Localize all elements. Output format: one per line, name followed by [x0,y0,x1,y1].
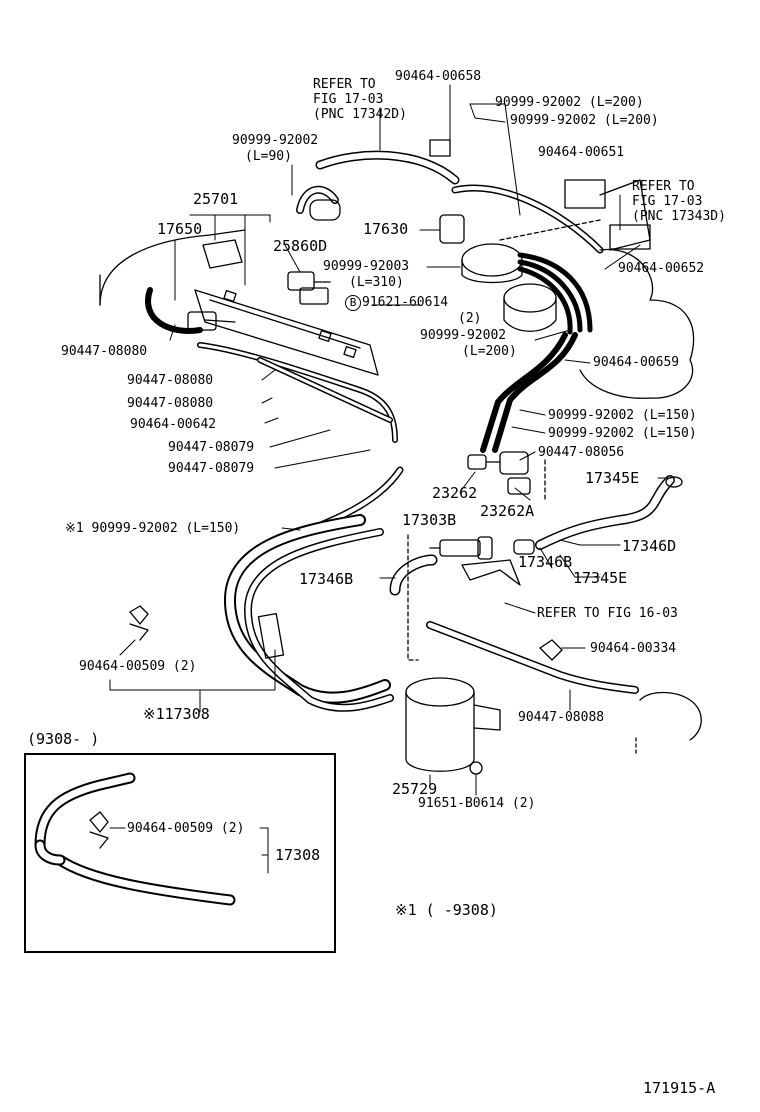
label-17630: 17630 [363,220,409,238]
label-25701: 25701 [193,190,239,208]
label-refer-17-03a-l3: (PNC 17342D) [313,107,407,122]
label-17346b-b: 17346B [299,570,354,588]
label-90999-92002-l200a: 90999-92002 (L=200) [495,95,644,110]
label-90999-92002-l200c-l2: (L=200) [462,344,517,359]
check-valve-23262 [467,451,531,495]
label-23262: 23262 [432,484,478,502]
label-star1-90999-92002-l150: ※1 90999-92002 (L=150) [65,521,241,536]
leader-lines [109,84,673,874]
label-17345e-b: 17345E [573,569,628,587]
label-90999-92002-l150b: 90999-92002 (L=150) [548,426,697,441]
clip-90464-00509 [129,605,149,641]
label-91651-b0614: 91651-B0614 (2) [418,796,536,811]
label-23262a: 23262A [480,502,535,520]
clip-90464-00658 [429,139,451,157]
clip-90464 [309,199,341,221]
label-90447-08080b: 90447-08080 [127,373,214,388]
label-90464-00651: 90464-00651 [538,145,625,160]
label-star1-17308: ※117308 [143,705,210,723]
label-17303b: 17303B [402,511,457,529]
label-90464-00652: 90464-00652 [618,261,705,276]
label-90999-92002-l200b: 90999-92002 (L=200) [510,113,659,128]
label-17345e-a: 17345E [585,469,640,487]
b-marker: B [345,295,361,311]
label-90464-00509b: 90464-00509 (2) [127,821,245,836]
fuel-filter-25729 [405,677,501,775]
label-25729: 25729 [392,780,438,798]
fuel-tank-right [635,691,702,756]
label-90447-08079b: 90447-08079 [168,461,255,476]
mounting-bracket [194,289,379,376]
label-refer-fig-16-03: REFER TO FIG 16-03 [537,606,678,621]
label-90464-00659: 90464-00659 [593,355,680,370]
label-90464-00658: 90464-00658 [395,69,482,84]
vsv-17650 [187,239,243,331]
clip-90464-00334 [539,639,563,661]
label-17308: 17308 [275,846,321,864]
engine-body-right [579,248,695,399]
label-90999-92002-l200c-l1: 90999-92002 [420,328,507,343]
label-90447-08080a: 90447-08080 [61,344,148,359]
label-90464-00334: 90464-00334 [590,641,677,656]
label-91621-60614: 91621-60614 [362,295,449,310]
label-refer-17-03a-l1: REFER TO [313,77,376,92]
label-90999-92002-l90-l2: (L=90) [245,149,292,164]
inset-hose-17308 [34,772,236,906]
label-refer-17-03b-l3: (PNC 17343D) [632,209,726,224]
label-inset-title: (9308- ) [27,730,100,748]
label-90447-08079a: 90447-08079 [168,440,255,455]
hose-90447-08080 [145,287,398,443]
bvsv-17630 [439,214,465,244]
label-90447-08088: 90447-08088 [518,710,605,725]
label-note-star1: ※1 ( -9308) [395,901,498,919]
label-qty-2: (2) [458,311,482,326]
label-25860d: 25860D [273,237,328,255]
valve-assembly [461,243,557,332]
label-17346d: 17346D [622,537,677,555]
label-90999-92003: 90999-92003 [323,259,410,274]
label-90999-92002-l90-l1: 90999-92002 [232,133,319,148]
label-90999-92002-l150a: 90999-92002 (L=150) [548,408,697,423]
pipe-17303b [429,536,535,586]
label-refer-17-03b-l2: FIG 17-03 [632,194,703,209]
clip-90464-00652 [609,224,651,250]
label-refer-17-03a-l2: FIG 17-03 [313,92,384,107]
label-90464-00642: 90464-00642 [130,417,217,432]
clip-90464-00651 [564,179,606,209]
inset-frame [24,753,336,953]
label-l310: (L=310) [349,275,404,290]
label-90447-08056: 90447-08056 [538,445,625,460]
label-17650: 17650 [157,220,203,238]
hose-17308 [224,514,394,712]
engine-outline [99,229,246,306]
vacuum-line-bundle [451,184,604,453]
vsv-25860d [287,271,331,305]
label-refer-17-03b-l1: REFER TO [632,179,695,194]
footer-code: 171915-A [643,1079,716,1097]
label-90447-08080c: 90447-08080 [127,396,214,411]
label-90464-00509a: 90464-00509 (2) [79,659,197,674]
clamp-17345e [665,476,683,488]
label-17346b-a: 17346B [518,553,573,571]
